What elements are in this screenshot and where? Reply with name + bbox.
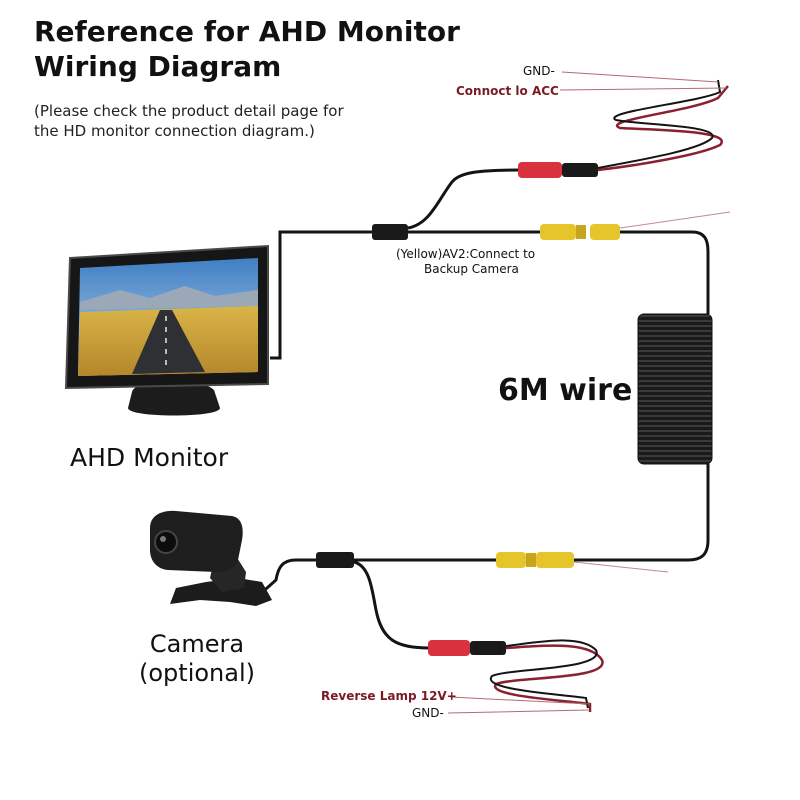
reverse-lamp-label: Reverse Lamp 12V+ (321, 689, 457, 703)
monitor-screen-image (78, 258, 258, 376)
monitor-stand (128, 380, 220, 416)
red-power-connector-top (518, 162, 598, 178)
rca-pointer-bottom (573, 561, 669, 573)
gnd-label-top: GND- (523, 64, 555, 78)
diagram-title: Reference for AHD Monitor Wiring Diagram (34, 14, 460, 84)
power-cable-bottom (353, 560, 431, 650)
6m-wire-label: 6M wire (498, 373, 633, 408)
note-line-1: (Please check the product detail page fo… (34, 102, 344, 120)
av2-label: (Yellow)AV2:Connect to Backup Camera (396, 247, 535, 277)
power-cable-top (407, 168, 521, 230)
camera-label: Camera (optional) (112, 630, 282, 688)
yellow-rca-connector-bottom (496, 552, 574, 568)
video-extension-cable-upper (620, 230, 710, 314)
camera-bracket (170, 578, 272, 606)
acc-label: Connoct lo ACC (456, 84, 559, 98)
backup-camera (150, 510, 272, 606)
title-line-1: Reference for AHD Monitor (34, 15, 460, 48)
camera-label-line-2: (optional) (139, 659, 255, 687)
video-extension-cable-lower (574, 464, 710, 562)
black-ground-wire-bottom (489, 639, 598, 709)
red-power-wire-top (597, 85, 729, 172)
camera-housing (150, 510, 243, 572)
power-harness-top (372, 71, 729, 240)
note-line-2: the HD monitor connection diagram.) (34, 122, 315, 140)
av2-label-line-1: (Yellow)AV2:Connect to (396, 247, 536, 261)
yellow-rca-connector-top (540, 224, 620, 240)
gnd-pointer-bottom (447, 709, 589, 714)
6m-wire-coil (574, 313, 713, 562)
camera-cable (257, 558, 316, 598)
red-power-connector-bottom (428, 640, 506, 656)
camera-lens (154, 530, 178, 554)
av2-pointer (619, 211, 731, 229)
av2-label-line-2: Backup Camera (424, 262, 519, 276)
power-harness-bottom (353, 560, 604, 714)
gnd-label-bottom: GND- (412, 706, 444, 720)
diagram-note: (Please check the product detail page fo… (34, 101, 344, 141)
monitor-splitter-connector (372, 224, 408, 240)
title-line-2: Wiring Diagram (34, 50, 282, 83)
gnd-pointer-top (561, 71, 719, 83)
av2-video-harness (408, 211, 731, 314)
ahd-monitor-label: AHD Monitor (70, 443, 229, 472)
reverse-pointer (449, 696, 591, 705)
red-power-wire-bottom (494, 644, 604, 712)
ahd-monitor (64, 230, 380, 416)
camera-splitter-connector (316, 552, 354, 568)
acc-pointer (559, 87, 727, 91)
camera-video-harness (257, 552, 669, 598)
monitor-cable (270, 230, 380, 360)
camera-label-line-1: Camera (149, 630, 245, 658)
black-ground-wire-top (597, 79, 722, 169)
